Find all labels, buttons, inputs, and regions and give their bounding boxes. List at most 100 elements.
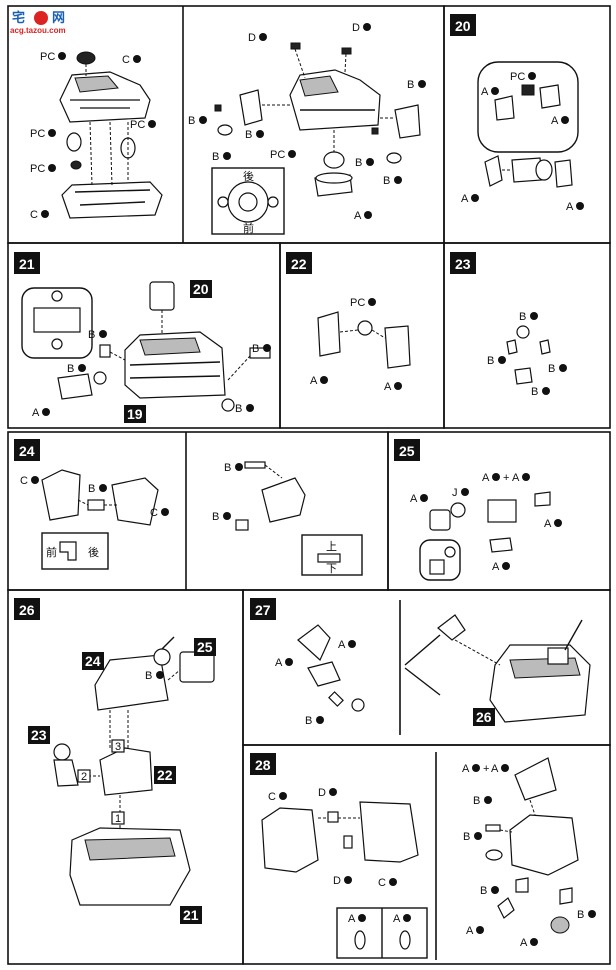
svg-text:PC: PC <box>30 163 45 175</box>
svg-text:+: + <box>503 472 509 484</box>
svg-text:A: A <box>491 763 499 775</box>
torso-assembly-21 <box>124 331 226 399</box>
svg-text:A: A <box>384 381 392 393</box>
ref-label-26: 26 <box>473 708 495 726</box>
svg-text:19: 19 <box>127 406 143 422</box>
svg-text:acg.tazou.com: acg.tazou.com <box>10 26 66 35</box>
svg-text:PC: PC <box>350 297 365 309</box>
inset-up: 上 <box>326 540 337 553</box>
svg-text:B: B <box>305 715 312 727</box>
light-inset-25 <box>419 539 461 581</box>
head-half-right <box>384 325 411 369</box>
svg-text:B: B <box>463 831 470 843</box>
ref-label-24: 24 <box>82 652 104 670</box>
svg-text:B: B <box>88 483 95 495</box>
svg-text:B: B <box>355 157 362 169</box>
svg-text:D: D <box>318 787 326 799</box>
step-2: 2 <box>81 771 87 783</box>
ref-label-25: 25 <box>194 638 216 656</box>
backpack-half-right <box>359 801 419 863</box>
svg-text:宅: 宅 <box>12 10 25 25</box>
svg-text:24: 24 <box>85 653 101 669</box>
step-label-23: 23 <box>450 252 476 274</box>
svg-text:B: B <box>577 909 584 921</box>
inset-down: 下 <box>326 563 337 575</box>
arm-shell-right <box>111 477 159 526</box>
svg-text:A: A <box>461 193 469 205</box>
svg-text:B: B <box>531 386 538 398</box>
svg-text:26: 26 <box>476 709 492 725</box>
svg-text:25: 25 <box>197 639 213 655</box>
svg-text:PC: PC <box>510 71 525 83</box>
svg-text:23: 23 <box>31 727 47 743</box>
svg-text:21: 21 <box>183 907 199 923</box>
svg-text:25: 25 <box>399 443 415 459</box>
svg-text:C: C <box>268 791 276 803</box>
head-22-ref <box>99 747 153 796</box>
backpack-half-left <box>261 807 319 873</box>
svg-text:PC: PC <box>40 51 55 63</box>
svg-text:A: A <box>466 925 474 937</box>
svg-text:23: 23 <box>455 256 471 272</box>
svg-text:A: A <box>520 937 528 949</box>
step-label-25: 25 <box>394 439 420 461</box>
svg-text:D: D <box>352 22 360 34</box>
svg-text:A: A <box>393 913 401 925</box>
pilot-figure-parts <box>506 325 551 385</box>
svg-text:B: B <box>245 129 252 141</box>
step-3: 3 <box>115 741 121 753</box>
svg-text:B: B <box>212 151 219 163</box>
svg-text:PC: PC <box>270 149 285 161</box>
svg-text:B: B <box>383 175 390 187</box>
step-label-21: 21 <box>14 252 40 274</box>
svg-text:A: A <box>551 115 559 127</box>
svg-text:B: B <box>487 355 494 367</box>
svg-text:B: B <box>407 79 414 91</box>
step-label-27: 27 <box>250 598 276 620</box>
step-label-20: 20 <box>450 14 476 36</box>
svg-text:28: 28 <box>255 757 271 773</box>
svg-text:B: B <box>67 363 74 375</box>
ref-label-22: 22 <box>154 766 176 784</box>
torso-lower-part <box>61 160 163 219</box>
arm-assembled-24 <box>261 477 306 523</box>
svg-text:B: B <box>235 403 242 415</box>
callout-inset-21 <box>21 287 93 359</box>
svg-text:B: B <box>519 311 526 323</box>
orientation-inset-19: 後 前 <box>211 167 285 235</box>
inset-label-back: 後 <box>243 169 254 183</box>
svg-text:C: C <box>150 507 158 519</box>
svg-text:26: 26 <box>19 602 35 618</box>
svg-text:A: A <box>481 86 489 98</box>
inset-back: 後 <box>88 545 99 559</box>
svg-text:B: B <box>88 329 95 341</box>
torso-upper-part <box>59 51 151 123</box>
svg-text:C: C <box>378 877 386 889</box>
svg-text:22: 22 <box>291 256 307 272</box>
svg-text:A: A <box>275 657 283 669</box>
panel-23-frame <box>443 242 611 429</box>
svg-text:B: B <box>473 795 480 807</box>
ref-label-20: 20 <box>190 280 212 298</box>
step-1: 1 <box>115 813 121 825</box>
svg-text:22: 22 <box>157 767 173 783</box>
step-label-24: 24 <box>14 439 40 461</box>
svg-text:B: B <box>188 115 195 127</box>
svg-text:A: A <box>492 561 500 573</box>
svg-text:A: A <box>462 763 470 775</box>
svg-text:B: B <box>212 511 219 523</box>
svg-text:A: A <box>544 518 552 530</box>
svg-text:27: 27 <box>255 602 271 618</box>
step-label-26: 26 <box>14 598 40 620</box>
step-box-1: 1 <box>111 811 125 825</box>
svg-text:24: 24 <box>19 443 35 459</box>
svg-text:A: A <box>410 493 418 505</box>
svg-text:J: J <box>452 487 458 499</box>
svg-text:C: C <box>20 475 28 487</box>
step-label-28: 28 <box>250 753 276 775</box>
svg-text:C: C <box>122 54 130 66</box>
site-watermark: 宅 网 acg.tazou.com <box>10 10 66 35</box>
svg-text:B: B <box>224 462 231 474</box>
head-half-left <box>317 311 341 357</box>
